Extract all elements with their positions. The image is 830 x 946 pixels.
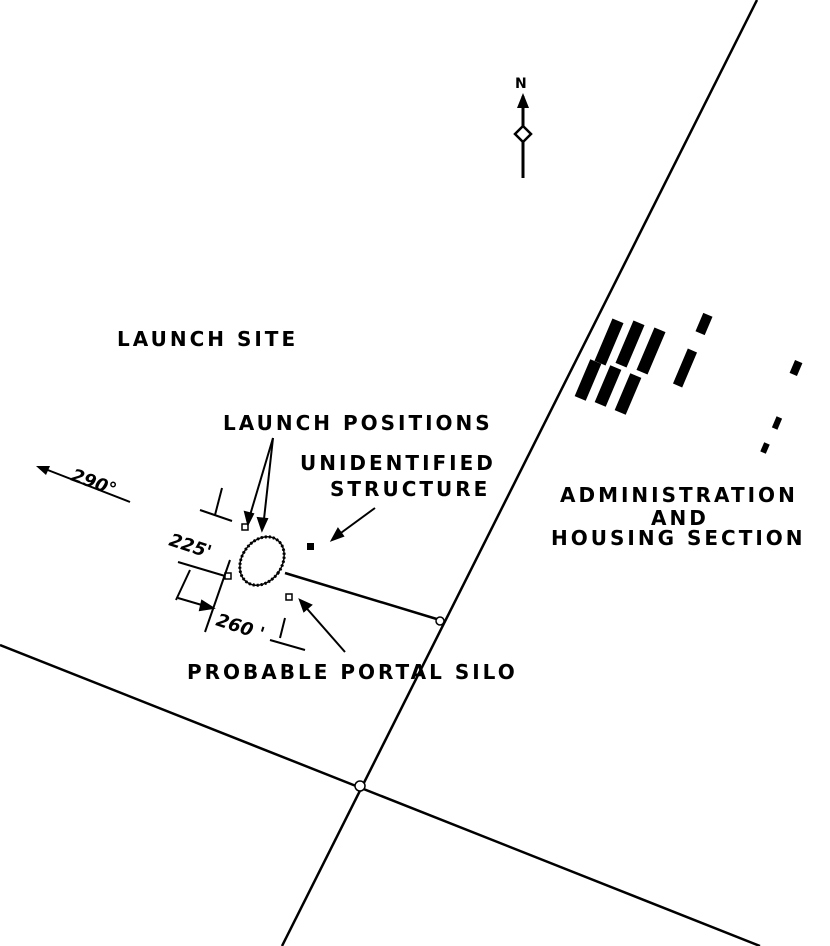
north-label: N xyxy=(515,76,527,92)
bearing-label: 290° xyxy=(68,465,119,501)
road-junction-1 xyxy=(435,616,445,626)
portal-silo-label: PROBABLE PORTAL SILO xyxy=(187,660,518,684)
building xyxy=(615,320,645,368)
building xyxy=(594,318,624,366)
building xyxy=(594,365,622,407)
building xyxy=(574,359,602,401)
building xyxy=(672,348,698,388)
building xyxy=(636,327,666,375)
admin-label-1: ADMINISTRATION xyxy=(560,483,798,507)
building xyxy=(789,359,803,377)
building xyxy=(695,312,713,336)
dim-225-label: 225' xyxy=(166,530,213,563)
launch-complex xyxy=(224,523,314,601)
building xyxy=(771,416,783,430)
dim-260-label: 260 ' xyxy=(213,610,266,645)
bearing-arrow-icon xyxy=(36,466,131,503)
unidentified-structure-marker xyxy=(307,543,314,550)
building xyxy=(760,442,770,454)
leader-lines xyxy=(243,437,376,653)
road-junction-2 xyxy=(354,780,366,792)
admin-label-2: AND xyxy=(651,506,709,530)
unidentified-label-1: UNIDENTIFIED xyxy=(300,451,496,475)
unidentified-label-2: STRUCTURE xyxy=(330,477,490,501)
access-road xyxy=(284,571,441,622)
road-cross xyxy=(0,643,761,946)
roads xyxy=(0,0,761,946)
launch-position-marker xyxy=(241,523,249,531)
dimension-lines xyxy=(175,487,306,651)
admin-label-3: HOUSING SECTION xyxy=(551,526,806,550)
admin-buildings xyxy=(574,312,803,454)
north-arrow-icon: N xyxy=(513,76,533,178)
launch-site-label: LAUNCH SITE xyxy=(117,327,298,351)
building xyxy=(614,373,642,415)
launch-positions-label: LAUNCH POSITIONS xyxy=(223,411,493,435)
portal-silo-marker xyxy=(285,593,293,601)
